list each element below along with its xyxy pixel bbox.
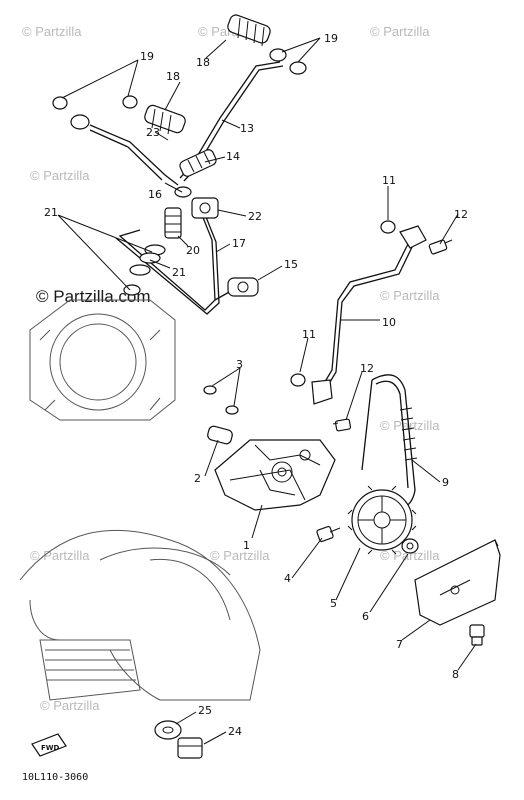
bolt-12-top [428, 239, 453, 255]
pipe-flange [399, 225, 427, 249]
callouts: 18 19 19 18 13 14 23 16 22 21 20 17 21 1… [44, 32, 468, 738]
bolt-20 [164, 207, 182, 239]
callout-9: 9 [442, 476, 449, 489]
callout-5: 5 [330, 597, 337, 610]
union-bolt-18-top [227, 14, 271, 47]
callout-12: 12 [360, 362, 374, 375]
callout-17: 17 [232, 237, 246, 250]
washer-6 [401, 538, 419, 554]
union-15 [227, 277, 259, 297]
watermark: © Partzilla [40, 698, 100, 713]
union-bolt-18-left [144, 104, 186, 135]
callout-1: 1 [243, 539, 250, 552]
washer-19 [269, 48, 287, 62]
diagram-code: 10L110-3060 [22, 772, 88, 783]
callout-12: 12 [454, 208, 468, 221]
callout-2: 2 [194, 472, 201, 485]
bolt-24 [177, 737, 203, 759]
fittings [52, 14, 453, 432]
washer-19 [122, 95, 138, 109]
banjo-end [70, 114, 90, 130]
bolt-4 [316, 525, 341, 543]
watermark-primary: © Partzilla.com [36, 287, 151, 306]
callout-15: 15 [284, 258, 298, 271]
washer-19 [52, 96, 68, 110]
washer-25 [154, 720, 182, 740]
callout-21: 21 [44, 206, 58, 219]
watermark: © Partzilla [380, 288, 440, 303]
callout-11: 11 [382, 174, 396, 187]
o-ring-11 [290, 373, 306, 387]
sprocket-5 [347, 485, 417, 555]
fwd-arrow-icon: FWD [31, 733, 67, 757]
watermark: © Partzilla [22, 24, 82, 39]
watermark: © Partzilla [30, 548, 90, 563]
callout-19: 19 [140, 50, 154, 63]
callout-3: 3 [236, 358, 243, 371]
callout-21: 21 [172, 266, 186, 279]
oil-pipe-assembly [89, 61, 415, 393]
callout-11: 11 [302, 328, 316, 341]
callout-7: 7 [396, 638, 403, 651]
chain-guide-7 [414, 539, 501, 626]
o-ring-11 [380, 220, 396, 234]
callout-14: 14 [226, 150, 240, 163]
callout-22: 22 [248, 210, 262, 223]
watermark: © Partzilla [370, 24, 430, 39]
callout-20: 20 [186, 244, 200, 257]
gasket-21-stack [123, 244, 166, 296]
leader-lines [57, 37, 477, 745]
dowel-pin-2 [207, 425, 233, 445]
callout-6: 6 [362, 610, 369, 623]
engine-ghost [19, 299, 261, 701]
washer-19 [289, 61, 307, 75]
bolt-12-bottom [332, 418, 352, 432]
oil-pump-assembly [203, 385, 336, 511]
watermark: © Partzilla [210, 548, 270, 563]
callout-4: 4 [284, 572, 291, 585]
o-ring-3 [203, 385, 217, 395]
bolt-8 [469, 624, 485, 646]
callout-18: 18 [166, 70, 180, 83]
o-ring-3 [225, 405, 239, 415]
watermark: © Partzilla [380, 418, 440, 433]
callout-10: 10 [382, 316, 396, 329]
callout-19: 19 [324, 32, 338, 45]
callout-24: 24 [228, 725, 242, 738]
callout-18: 18 [196, 56, 210, 69]
fwd-label: FWD [41, 744, 60, 752]
fitting-22 [191, 197, 219, 219]
callout-8: 8 [452, 668, 459, 681]
oil-pump-1 [214, 439, 336, 511]
fitting-16 [174, 186, 192, 198]
callout-25: 25 [198, 704, 212, 717]
union-bolt-14 [179, 149, 217, 177]
callout-16: 16 [148, 188, 162, 201]
pipe-flange [311, 379, 333, 405]
watermark: © Partzilla [30, 168, 90, 183]
callout-13: 13 [240, 122, 254, 135]
callout-23: 23 [146, 126, 160, 139]
